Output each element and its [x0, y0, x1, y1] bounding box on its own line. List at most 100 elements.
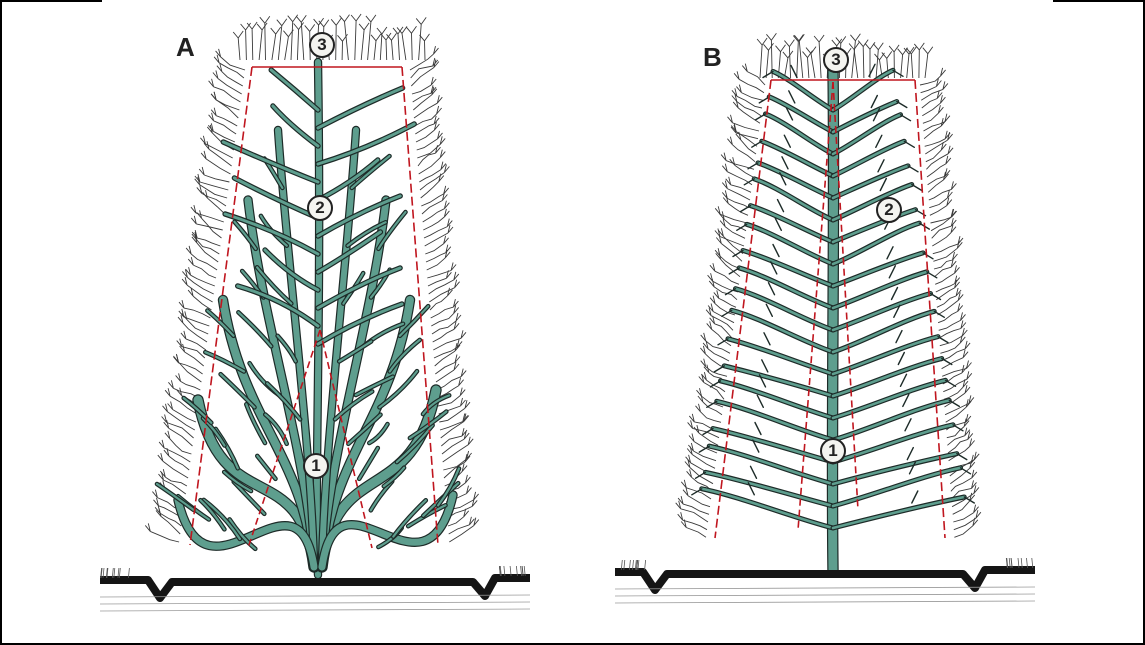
twig-tip — [217, 64, 222, 72]
twig — [178, 362, 201, 382]
grass — [114, 566, 501, 578]
grass — [637, 558, 1008, 570]
twig-tip — [742, 64, 747, 72]
grass — [645, 558, 1008, 570]
twig — [432, 321, 456, 334]
twig-tip — [678, 512, 683, 520]
twig — [723, 236, 743, 253]
marker-a-2: 2 — [307, 195, 333, 221]
twig-tip — [683, 488, 688, 496]
twig — [414, 103, 437, 118]
twig-tip — [976, 510, 981, 518]
twig — [411, 68, 434, 87]
twig — [741, 140, 756, 154]
twig-tip — [722, 181, 727, 189]
twig-tip — [152, 490, 157, 498]
twig — [924, 126, 941, 139]
frame-top-left-edge — [0, 0, 102, 2]
marker-a-1: 1 — [303, 453, 329, 479]
panel-a: A 3 2 1 — [100, 0, 540, 640]
central-leader-fill — [832, 70, 833, 570]
twig — [410, 54, 434, 70]
twig-tip — [177, 388, 182, 396]
twig-tip — [159, 440, 164, 448]
twig — [196, 213, 224, 222]
twig-tip — [461, 398, 466, 406]
lateral-branch-fill — [833, 272, 927, 308]
lateral-branch-fill — [833, 359, 942, 396]
twig — [947, 427, 964, 438]
twig — [430, 296, 448, 310]
twig-tip — [462, 464, 467, 472]
twig — [423, 217, 444, 230]
twig — [216, 100, 239, 110]
twig-tip — [211, 92, 216, 100]
twig-tip — [440, 150, 445, 158]
twig-tip — [437, 95, 442, 103]
twig — [219, 63, 244, 78]
twig — [941, 349, 965, 361]
twig — [935, 273, 954, 284]
twig — [727, 198, 749, 207]
top-twig — [340, 15, 350, 60]
soil-line — [615, 601, 1035, 603]
twig — [421, 194, 443, 206]
twig-tip — [431, 77, 436, 85]
twig — [431, 307, 454, 318]
twig-tip — [714, 290, 719, 298]
twig — [681, 509, 708, 522]
twig — [741, 93, 763, 101]
twig — [427, 258, 446, 270]
twig-tip — [154, 498, 159, 506]
twig — [932, 226, 952, 238]
twig — [191, 254, 217, 270]
frame-top-right-edge — [1053, 0, 1145, 2]
twig — [683, 504, 709, 514]
twig-tip — [444, 236, 449, 244]
top-twig — [783, 51, 793, 78]
twig-tip — [972, 470, 977, 478]
grass — [106, 566, 501, 578]
twig-tip — [434, 46, 439, 54]
twig — [449, 526, 474, 542]
marker-b-2: 2 — [876, 197, 902, 223]
branch-layer-b — [692, 64, 975, 570]
twig — [431, 313, 453, 326]
branch-layer-a — [157, 62, 459, 575]
twig-tip — [967, 371, 972, 379]
twig-tip — [687, 469, 692, 477]
twig — [921, 87, 937, 93]
lateral-branch-fill — [721, 381, 834, 418]
twig — [200, 185, 227, 198]
twig — [939, 329, 961, 339]
twig — [449, 525, 470, 534]
twig-tip — [708, 273, 713, 281]
twig-tip — [962, 328, 967, 336]
twig-tip — [178, 315, 183, 323]
top-twig — [247, 22, 257, 60]
twig-tip — [474, 518, 479, 526]
side-shoot-fill — [359, 448, 378, 479]
twig-tip — [681, 480, 686, 488]
twig-tip — [461, 330, 466, 338]
twig — [193, 296, 211, 310]
twig-tip — [459, 378, 464, 386]
top-twig — [407, 26, 417, 60]
top-twig — [849, 43, 859, 79]
top-twig — [794, 34, 804, 78]
twig-tip — [727, 137, 732, 145]
twig-tip — [454, 305, 459, 313]
twig-tip — [687, 447, 692, 455]
twig-tip — [165, 431, 170, 439]
top-twig — [757, 38, 767, 78]
twig — [441, 422, 464, 439]
twig-tip — [468, 437, 473, 445]
twig — [218, 79, 242, 95]
twig-tip — [182, 277, 187, 285]
twig-tip — [940, 95, 945, 103]
twig-tip — [941, 68, 946, 76]
twig — [954, 518, 976, 530]
twig-tip — [444, 201, 449, 209]
grass — [636, 558, 1012, 570]
twig — [693, 451, 716, 461]
